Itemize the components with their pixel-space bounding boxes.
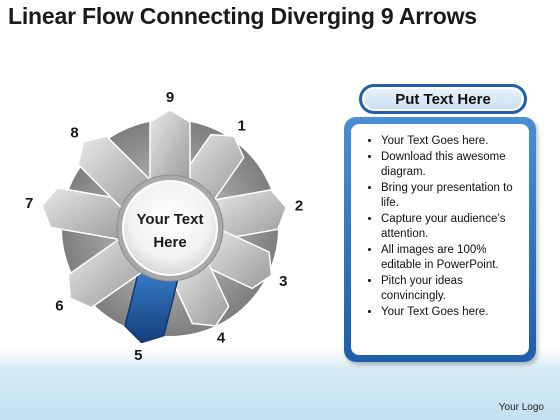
bullet-item-2: Download this awesome diagram. [381, 150, 523, 181]
arrow-number-3: 3 [279, 273, 287, 290]
bullet-item-3: Bring your presentation to life. [381, 181, 523, 212]
arrow-number-4: 4 [217, 330, 226, 347]
arrow-number-9: 9 [166, 89, 174, 106]
text-panel: Your Text Goes here. Download this aweso… [344, 117, 536, 362]
center-label-line2: Here [153, 234, 186, 251]
bullet-item-7: Your Text Goes here. [381, 305, 523, 321]
arrow-number-8: 8 [70, 125, 78, 142]
center-label-line1: Your Text [137, 211, 204, 228]
arrow-number-6: 6 [55, 297, 63, 314]
bullet-list: Your Text Goes here. Download this aweso… [357, 134, 523, 320]
arrow-number-1: 1 [238, 118, 246, 135]
bullet-item-5: All images are 100% editable in PowerPoi… [381, 243, 523, 274]
arrow-number-7: 7 [25, 195, 33, 212]
bullet-item-4: Capture your audience’s attention. [381, 212, 523, 243]
bullet-item-1: Your Text Goes here. [381, 134, 523, 150]
arrow-number-5: 5 [134, 347, 142, 364]
text-panel-inner: Your Text Goes here. Download this aweso… [351, 124, 529, 355]
bullet-item-6: Pitch your ideas convincingly. [381, 274, 523, 305]
center-circle [122, 180, 218, 276]
numbers-layer: 1 2 3 4 5 6 7 8 9 [25, 89, 303, 364]
arrow-9 [149, 109, 191, 184]
panel-header: Put Text Here [359, 84, 527, 114]
footer-logo: Your Logo [498, 402, 544, 413]
arrow-number-2: 2 [295, 197, 303, 214]
page-title: Linear Flow Connecting Diverging 9 Arrow… [8, 3, 477, 29]
